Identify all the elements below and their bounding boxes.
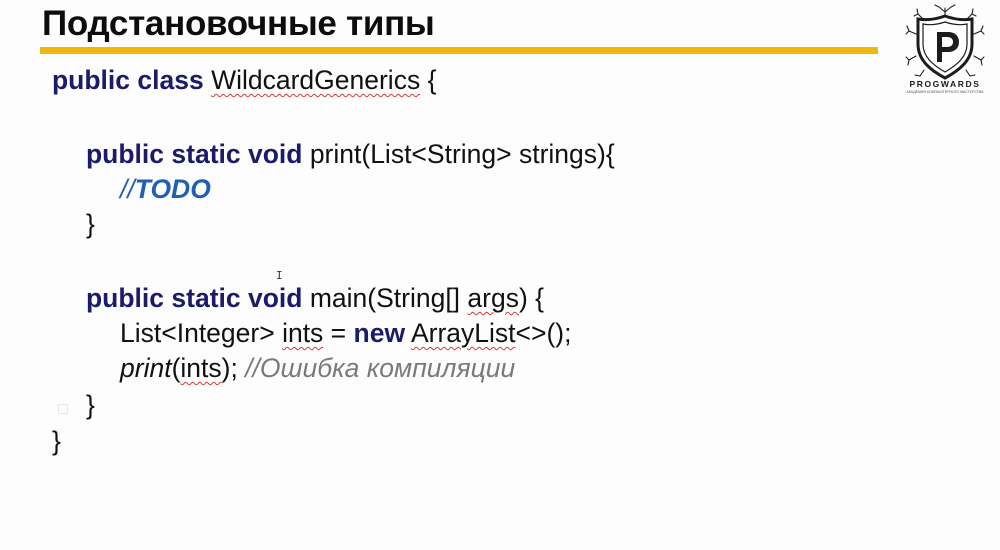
open-brace: {: [420, 65, 437, 95]
error-comment: //Ошибка компиляции: [237, 353, 516, 383]
progwards-shield-logo-icon: [905, 4, 985, 80]
close-brace: }: [52, 426, 61, 456]
code-line-5: public static void main(String[] args) {: [86, 281, 544, 315]
code-line-1: public class WildcardGenerics {: [52, 63, 436, 97]
title-underline-bar: [40, 47, 878, 54]
diamond-call: <>();: [515, 318, 572, 348]
signature-end: ) {: [518, 283, 545, 313]
logo-wordmark: PROGWARDS: [909, 79, 981, 89]
open-paren: (: [171, 353, 181, 383]
class-name: WildcardGenerics: [211, 65, 421, 95]
keyword: public class: [52, 65, 204, 95]
code-line-2: public static void print(List<String> st…: [86, 137, 615, 171]
method-call: print: [120, 353, 172, 383]
text-cursor-icon: I: [276, 269, 283, 282]
comment-slashes: //: [120, 174, 135, 204]
method-signature: main(String[]: [302, 283, 468, 313]
class-name: ArrayList: [410, 318, 516, 348]
code-line-6: List<Integer> ints = new ArrayList<>();: [120, 316, 572, 350]
close-brace: }: [86, 209, 95, 239]
todo-comment: TODO: [134, 174, 211, 204]
type-decl: List<Integer>: [120, 318, 283, 348]
keyword-void: void: [247, 283, 303, 313]
arg-name: ints: [180, 353, 222, 383]
code-line-9: }: [52, 424, 61, 458]
keyword: public static void: [86, 139, 303, 169]
method-signature: print(List<String> strings){: [302, 139, 615, 169]
assign-op: =: [323, 318, 354, 348]
slide-title: Подстановочные типы: [42, 4, 435, 43]
code-line-8: }: [86, 388, 95, 422]
logo-tagline: АКАДЕМИЯ КОМПЬЮТЕРНОГО МАСТЕРСТВА: [906, 90, 984, 94]
close-paren: );: [221, 353, 238, 383]
code-line-4: }: [86, 207, 95, 241]
var-name: ints: [282, 318, 324, 348]
code-line-7: print(ints); //Ошибка компиляции: [120, 351, 515, 385]
param-name: args: [467, 283, 519, 313]
keyword-new: new: [353, 318, 406, 348]
code-line-3: //TODO: [120, 172, 211, 206]
keyword: public static: [86, 283, 248, 313]
editor-fold-marker: [58, 404, 68, 414]
close-brace: }: [86, 390, 95, 420]
